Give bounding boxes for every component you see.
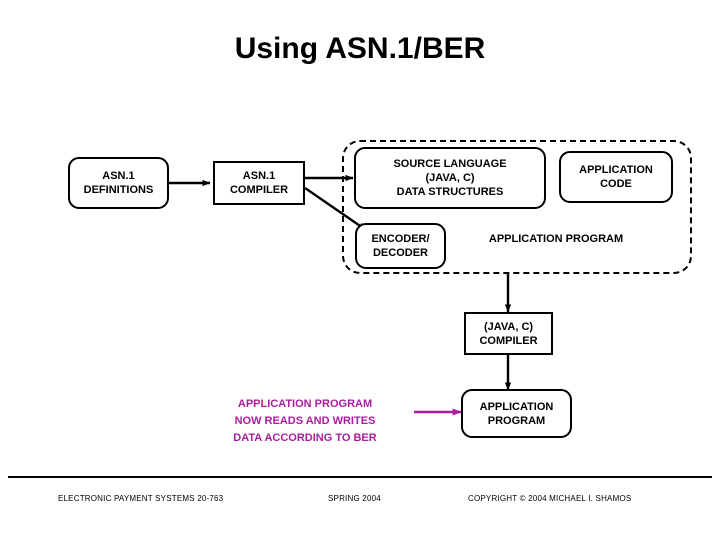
node-line: SOURCE LANGUAGE	[393, 158, 507, 170]
node-application-program-result[interactable]: APPLICATION PROGRAM	[461, 389, 572, 438]
node-java-c-compiler-label: (JAVA, C) COMPILER	[479, 320, 537, 348]
node-encoder-decoder[interactable]: ENCODER/ DECODER	[355, 223, 446, 269]
page-title: Using ASN.1/BER	[234, 32, 486, 65]
node-line: APPLICATION	[579, 164, 653, 176]
annotation-line: APPLICATION PROGRAM	[237, 398, 373, 410]
footer-copyright-label: COPYRIGHT © 2004 MICHAEL I. SHAMOS	[468, 494, 632, 503]
node-line: APPLICATION	[479, 400, 554, 413]
node-application-program-result-label: APPLICATION PROGRAM	[480, 400, 554, 428]
node-line: ASN.1	[242, 170, 276, 182]
node-asn1-definitions-label: ASN.1 DEFINITIONS	[84, 169, 154, 197]
footer-course-label: ELECTRONIC PAYMENT SYSTEMS 20-763	[58, 494, 224, 503]
node-application-code-label: APPLICATION CODE	[579, 163, 653, 191]
annotation-line: NOW READS AND WRITES	[234, 415, 376, 427]
node-source-language-label: SOURCE LANGUAGE (JAVA, C) DATA STRUCTURE…	[393, 157, 506, 199]
node-source-language-data-structures[interactable]: SOURCE LANGUAGE (JAVA, C) DATA STRUCTURE…	[354, 147, 546, 209]
node-asn1-definitions[interactable]: ASN.1 DEFINITIONS	[68, 157, 169, 209]
ber-annotation: APPLICATION PROGRAM NOW READS AND WRITES…	[196, 396, 414, 447]
node-java-c-compiler[interactable]: (JAVA, C) COMPILER	[464, 312, 553, 355]
node-line: DECODER	[372, 247, 428, 259]
node-application-code[interactable]: APPLICATION CODE	[559, 151, 673, 203]
annotation-line: DATA ACCORDING TO BER	[233, 432, 377, 444]
node-asn1-compiler[interactable]: ASN.1 COMPILER	[213, 161, 305, 205]
node-line: DATA STRUCTURES	[396, 186, 504, 198]
footer-term-label: SPRING 2004	[328, 494, 381, 503]
node-line: ENCODER/	[371, 233, 430, 245]
node-line: COMPILER	[229, 184, 289, 196]
node-line: ASN.1	[102, 170, 135, 182]
node-encoder-decoder-label: ENCODER/ DECODER	[371, 232, 429, 260]
node-line: COMPILER	[479, 334, 538, 347]
node-line: PROGRAM	[487, 414, 546, 427]
footer-divider	[8, 476, 712, 478]
node-line: (JAVA, C)	[483, 320, 534, 333]
node-line: CODE	[600, 178, 632, 190]
node-line: (JAVA, C)	[425, 172, 475, 184]
node-asn1-compiler-label: ASN.1 COMPILER	[230, 169, 288, 197]
node-line: DEFINITIONS	[83, 184, 154, 196]
application-program-group-label: APPLICATION PROGRAM	[488, 233, 624, 245]
